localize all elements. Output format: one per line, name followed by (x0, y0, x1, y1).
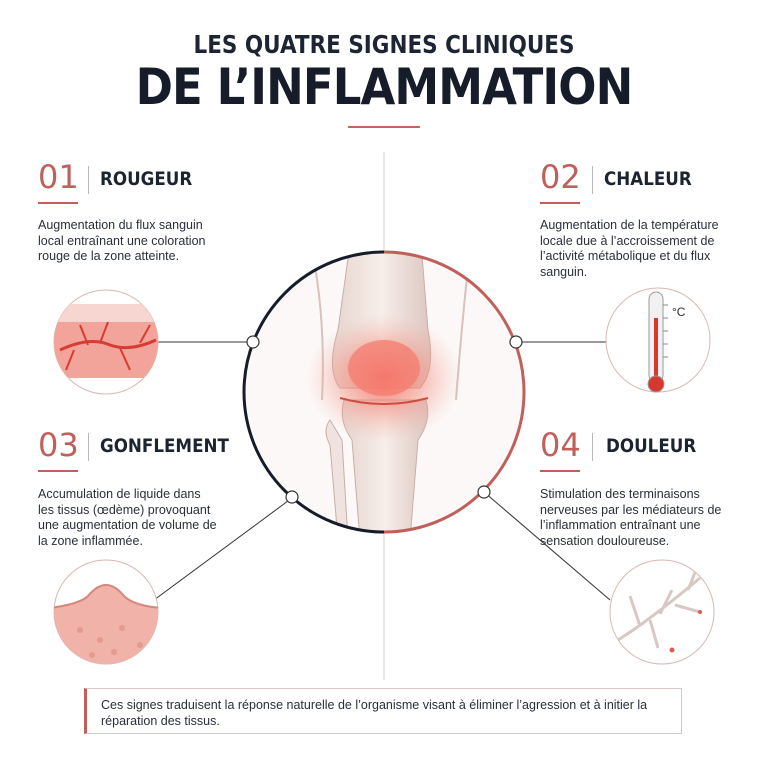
sign-04-label: DOULEUR (606, 435, 697, 457)
title-top: LES QUATRE SIGNES CLINIQUES (193, 30, 575, 59)
sign-03-separator (88, 433, 89, 461)
sign-01-separator (88, 166, 89, 194)
sign-02-separator (592, 166, 593, 194)
sign-04-number: 04 (540, 426, 581, 464)
connector-douleur (483, 491, 611, 601)
sign-04-separator (592, 433, 593, 461)
page-title: DE L’INFLAMMATION (135, 58, 634, 116)
sign-03-label: GONFLEMENT (100, 435, 229, 457)
sign-01-number-rule (38, 202, 78, 204)
anchor-gonflement (285, 490, 299, 504)
footer-text: Ces signes traduisent la réponse naturel… (101, 698, 648, 728)
sign-03-description: Accumulation de liquide dans les tissus … (38, 487, 217, 548)
sign-02-number: 02 (540, 158, 581, 196)
sign-02-label: CHALEUR (604, 168, 692, 190)
sign-01-description: Augmentation du flux sanguin local entra… (38, 218, 206, 263)
thermometer-unit: °C (672, 305, 686, 319)
sign-02-number-rule (540, 202, 580, 204)
nerve-endings-icon (609, 559, 715, 665)
sign-04-description: Stimulation des terminaisons nerveuses p… (540, 487, 722, 548)
anchor-douleur (477, 485, 491, 499)
swollen-tissue-icon (53, 559, 159, 665)
thermometer-icon (605, 287, 711, 393)
anchor-chaleur (509, 335, 523, 349)
sign-02-description: Augmentation de la température locale du… (540, 218, 719, 279)
knee-illustration (242, 250, 526, 534)
sign-04-number-rule (540, 470, 580, 472)
footer-note: Ces signes traduisent la réponse naturel… (84, 688, 682, 734)
blood-vessels-redness-icon (53, 289, 159, 395)
connector-gonflement (153, 497, 293, 601)
sign-03-number: 03 (38, 426, 79, 464)
sign-03-number-rule (38, 470, 78, 472)
anchor-rougeur (246, 335, 260, 349)
sign-01-label: ROUGEUR (100, 168, 193, 190)
sign-01-number: 01 (38, 158, 79, 196)
title-underline (348, 126, 420, 128)
